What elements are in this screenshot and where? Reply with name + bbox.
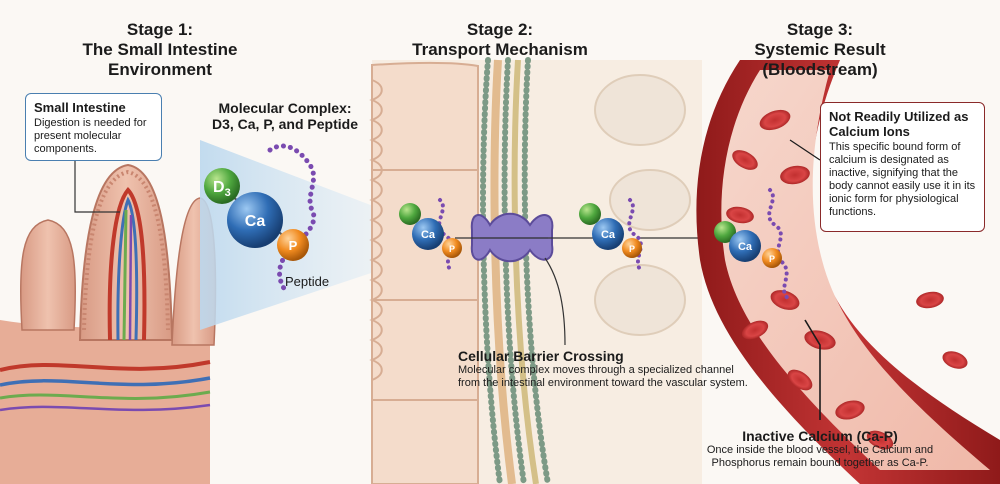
inactive-calcium-body: Once inside the blood vessel, the Calciu… bbox=[706, 444, 934, 469]
stage-2-heading: Stage 2: Transport Mechanism bbox=[390, 20, 610, 60]
not-utilized-callout: Not Readily Utilized as Calcium Ions Thi… bbox=[820, 102, 985, 232]
small-intestine-callout: Small Intestine Digestion is needed for … bbox=[25, 93, 162, 161]
stage-3-title: Systemic Result bbox=[754, 40, 886, 59]
ca-label-transport: Ca bbox=[601, 229, 616, 241]
ca-label-blood: Ca bbox=[738, 241, 753, 253]
inactive-calcium-connector bbox=[804, 319, 821, 420]
stage-1-heading: Stage 1: The Small Intestine Environment bbox=[30, 20, 290, 80]
not-utilized-body: This specific bound form of calcium is d… bbox=[829, 141, 976, 218]
molecular-complex-title: Molecular Complex: bbox=[218, 100, 352, 116]
p-label-large: P bbox=[289, 238, 298, 253]
molecular-complex-subtitle: D3, Ca, P, and Peptide bbox=[211, 116, 358, 132]
ca-molecule bbox=[227, 192, 283, 248]
inactive-calcium-title: Inactive Calcium (Ca-P) bbox=[742, 428, 898, 444]
not-utilized-title: Not Readily Utilized as Calcium Ions bbox=[829, 109, 969, 139]
stage-3-number: Stage 3: bbox=[786, 20, 854, 39]
p-label-transport: P bbox=[629, 244, 635, 254]
ca-label-large: Ca bbox=[245, 213, 266, 230]
p-label-blood: P bbox=[769, 254, 775, 264]
blood-vessel-illustration bbox=[696, 60, 1000, 484]
stage-1-title: The Small Intestine Environment bbox=[82, 40, 238, 79]
intestine-callout-connector bbox=[74, 160, 120, 213]
small-intestine-title: Small Intestine bbox=[34, 100, 126, 115]
stage-3-subtitle: (Bloodstream) bbox=[762, 60, 878, 79]
stage-2-number: Stage 2: bbox=[466, 20, 534, 39]
peptide-label: Peptide bbox=[285, 274, 329, 289]
barrier-callout-connector bbox=[544, 257, 566, 346]
barrier-title: Cellular Barrier Crossing bbox=[458, 348, 624, 364]
stage-2-title: Transport Mechanism bbox=[412, 40, 588, 59]
molecule-in-blood bbox=[714, 188, 792, 302]
d3-label: D3 bbox=[213, 179, 231, 199]
molecule-in-cell bbox=[399, 198, 462, 274]
d3-molecule bbox=[204, 168, 240, 204]
stage-3-heading: Stage 3: Systemic Result (Bloodstream) bbox=[725, 20, 915, 80]
barrier-caption: Cellular Barrier Crossing Molecular comp… bbox=[458, 348, 748, 390]
not-utilized-connector bbox=[789, 139, 821, 161]
barrier-body: Molecular complex moves through a specia… bbox=[458, 364, 748, 389]
molecular-complex-illustration bbox=[204, 143, 317, 293]
inactive-calcium-caption: Inactive Calcium (Ca-P) Once inside the … bbox=[690, 428, 950, 470]
intestine-illustration bbox=[0, 163, 217, 484]
molecule-after-channel bbox=[579, 198, 644, 274]
ca-label-cell: Ca bbox=[421, 229, 436, 241]
molecular-complex-caption: Molecular Complex: D3, Ca, P, and Peptid… bbox=[200, 100, 370, 132]
p-molecule bbox=[277, 229, 309, 261]
transport-illustration bbox=[369, 57, 702, 484]
p-label-cell: P bbox=[449, 244, 455, 254]
stage-1-number: Stage 1: bbox=[126, 20, 194, 39]
small-intestine-body: Digestion is needed for present molecula… bbox=[34, 117, 147, 155]
